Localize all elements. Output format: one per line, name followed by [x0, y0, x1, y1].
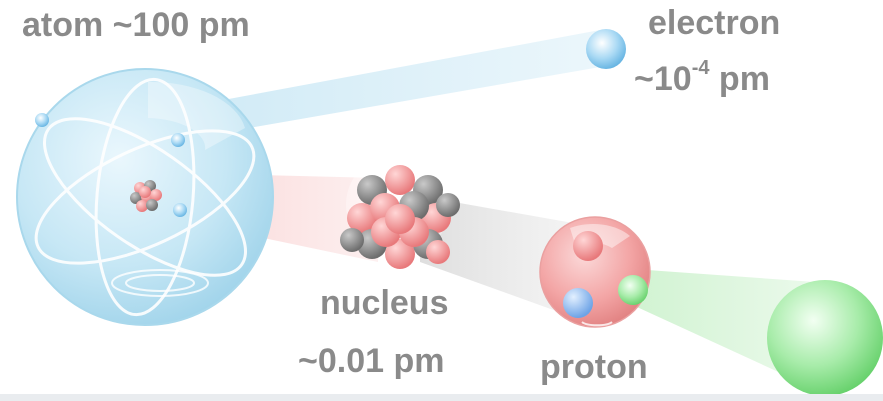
quark-blue [563, 288, 593, 318]
nucleus-size-label: ~0.01 pm [298, 342, 445, 380]
atom-icon [16, 68, 274, 326]
quark-green [618, 275, 648, 305]
proton-label: proton [540, 348, 648, 386]
bottom-strip [0, 394, 883, 401]
electron-zoom-beam [180, 30, 606, 140]
nucleus-cluster [340, 153, 460, 269]
electron-size-prefix: ~10 [634, 60, 692, 98]
quark-red [573, 231, 603, 261]
atom-nucleus-small [130, 180, 162, 212]
electron-sphere [586, 29, 626, 69]
atom-label: atom ~100 pm [22, 6, 250, 44]
electron-size-label: ~10-4 pm [634, 58, 770, 98]
electron-orbits [34, 77, 256, 317]
quark-zoom-beam [620, 268, 822, 392]
orbit-electron-dot [173, 203, 187, 217]
electron-size-exponent: -4 [691, 57, 710, 79]
nucleus-name-label: nucleus [320, 284, 449, 322]
quark-sphere [767, 280, 883, 396]
electron-name-label: electron [648, 4, 781, 42]
electron-size-unit: pm [709, 60, 770, 98]
proton-sphere [539, 216, 651, 328]
orbit-electron-dot [35, 113, 49, 127]
orbit-electron-dot [171, 133, 185, 147]
